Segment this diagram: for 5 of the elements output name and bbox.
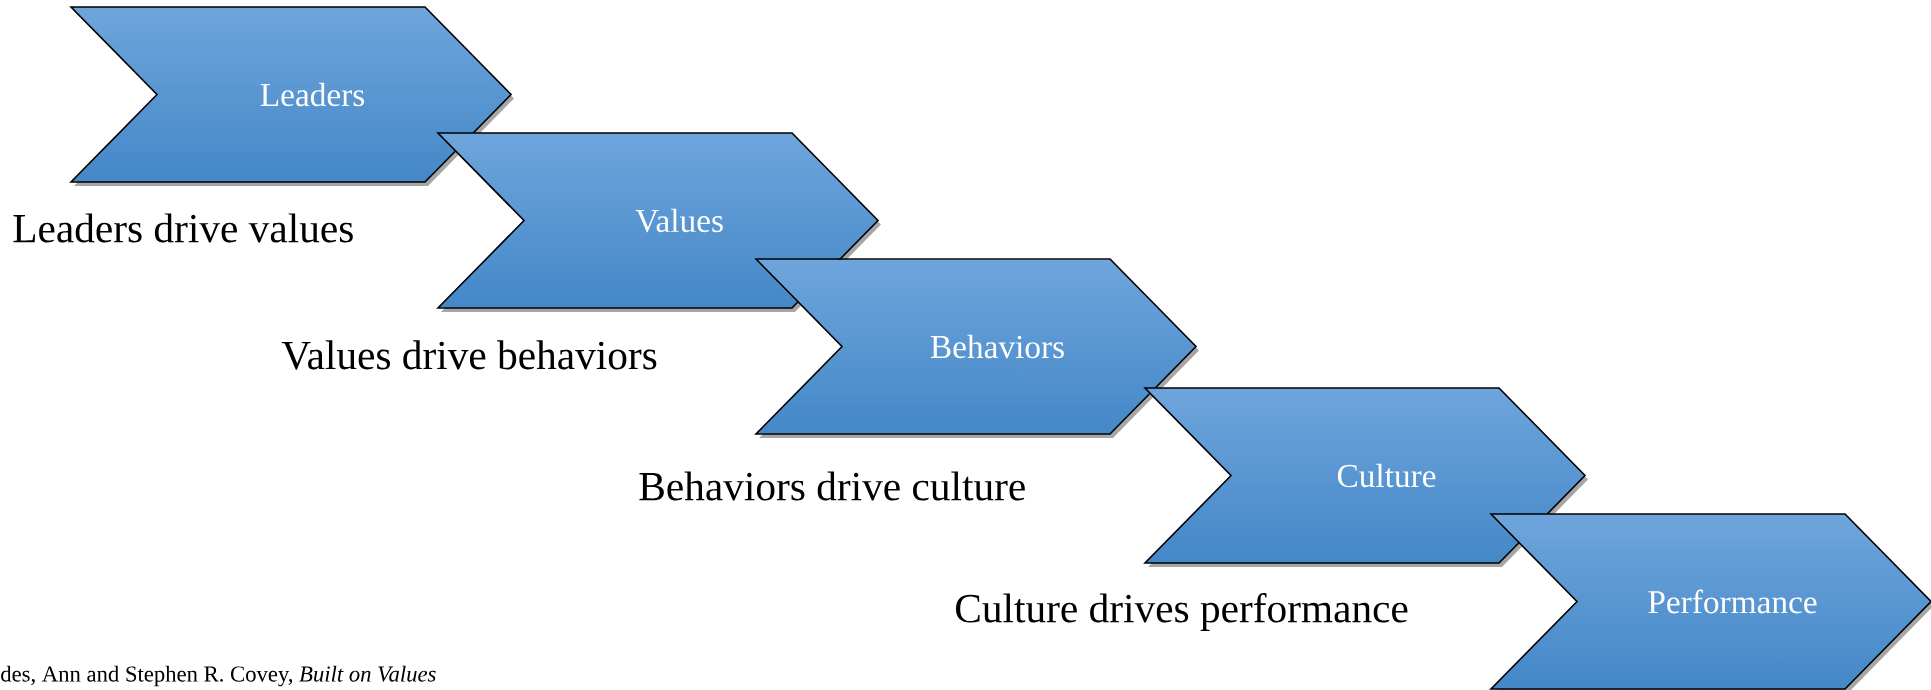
caption-text: Leaders drive values [13,213,353,243]
caption-text: Values drive behaviors [281,340,657,370]
caption-text: Behaviors drive culture [639,471,1025,501]
caption-text: Culture drives performance [955,593,1408,631]
caption-text: des, Ann and Stephen R. Covey, Built on Values [1,665,436,687]
